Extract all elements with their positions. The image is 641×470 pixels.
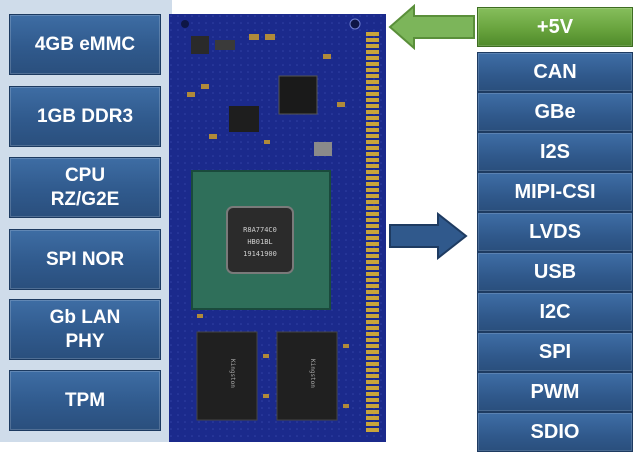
ram-marking-1: Kingston (229, 359, 236, 388)
interface-5v: +5V (477, 7, 633, 47)
interface-usb: USB (477, 252, 633, 292)
tpm-block: TPM (9, 370, 161, 431)
interface-i2s: I2S (477, 132, 633, 172)
edge-connector (366, 32, 379, 432)
ram-chip-1 (196, 331, 258, 421)
small-chip (191, 36, 209, 54)
interface-mipi-csi: MIPI-CSI (477, 172, 633, 212)
cpu-block: CPU RZ/G2E (9, 157, 161, 218)
interface-lvds: LVDS (477, 212, 633, 252)
interface-arrow-icon (389, 212, 468, 260)
interface-i2c: I2C (477, 292, 633, 332)
cpu-marking-3: 19141900 (243, 250, 277, 258)
interface-list: +5V CAN GBe I2S MIPI-CSI LVDS USB I2C SP… (477, 7, 633, 455)
mounting-hole (349, 18, 361, 30)
power-arrow-icon (388, 4, 475, 50)
qfn-chip (278, 75, 318, 115)
interface-pwm: PWM (477, 372, 633, 412)
interface-gbe: GBe (477, 92, 633, 132)
ddr3-block: 1GB DDR3 (9, 86, 161, 147)
interface-sdio: SDIO (477, 412, 633, 452)
ram-marking-2: Kingston (309, 359, 316, 388)
crystal (314, 142, 332, 156)
pmic-chip (229, 106, 259, 132)
interface-can: CAN (477, 52, 633, 92)
cpu-marking-2: HB01BL (247, 238, 272, 246)
lan-phy-block: Gb LAN PHY (9, 299, 161, 360)
ram-chip-2 (276, 331, 338, 421)
emmc-block: 4GB eMMC (9, 14, 161, 75)
interface-spi: SPI (477, 332, 633, 372)
spi-nor-block: SPI NOR (9, 229, 161, 290)
som-board: R8A774C0 HB01BL 19141900 Kingston Kingst… (169, 14, 386, 442)
left-panel: 4GB eMMC 1GB DDR3 CPU RZ/G2E SPI NOR Gb … (0, 0, 172, 442)
cpu-die (226, 206, 294, 274)
cpu-package (191, 170, 331, 310)
cpu-marking-1: R8A774C0 (243, 226, 277, 234)
mounting-hole (181, 20, 189, 28)
